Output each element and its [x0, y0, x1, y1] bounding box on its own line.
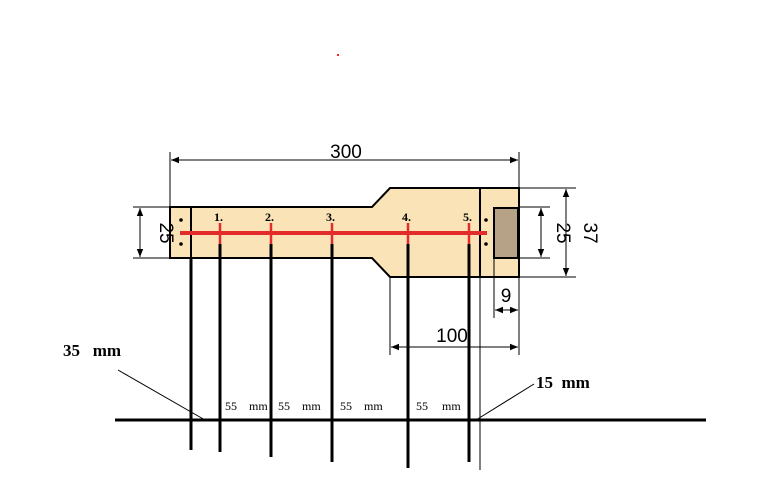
- dim-37-label: 37: [579, 222, 600, 243]
- right-dot-top: [484, 218, 488, 222]
- dim-left-25-label: 25: [155, 222, 176, 243]
- left-dot-top: [179, 218, 183, 222]
- stray-mark: [337, 54, 339, 56]
- spacing-unit-3: mm: [364, 399, 383, 413]
- point-label-4: 4.: [402, 210, 411, 224]
- callout-left-leader: [117, 369, 206, 421]
- spacing-unit-1: mm: [249, 399, 268, 413]
- point-label-1: 1.: [214, 210, 223, 224]
- callout-right-leader: [475, 383, 535, 421]
- callout-left: 35 mm: [63, 341, 121, 360]
- spacing-value-3: 55: [340, 399, 352, 413]
- dim-9-label: 9: [501, 286, 512, 307]
- spacing-value-4: 55: [416, 399, 428, 413]
- point-label-2: 2.: [265, 210, 274, 224]
- insert-block: [493, 207, 519, 259]
- spacing-unit-2: mm: [302, 399, 321, 413]
- point-label-3: 3.: [326, 210, 335, 224]
- right-dot-bottom: [484, 242, 488, 246]
- dim-300-label: 300: [330, 142, 362, 163]
- callout-right: 15 mm: [536, 373, 590, 392]
- left-dot-bottom: [179, 242, 183, 246]
- dim-100-label: 100: [436, 326, 468, 347]
- dim-right-25-label: 25: [552, 222, 573, 243]
- spacing-unit-4: mm: [442, 399, 461, 413]
- spacing-value-1: 55: [225, 399, 237, 413]
- point-label-5: 5.: [463, 210, 472, 224]
- spacing-value-2: 55: [278, 399, 290, 413]
